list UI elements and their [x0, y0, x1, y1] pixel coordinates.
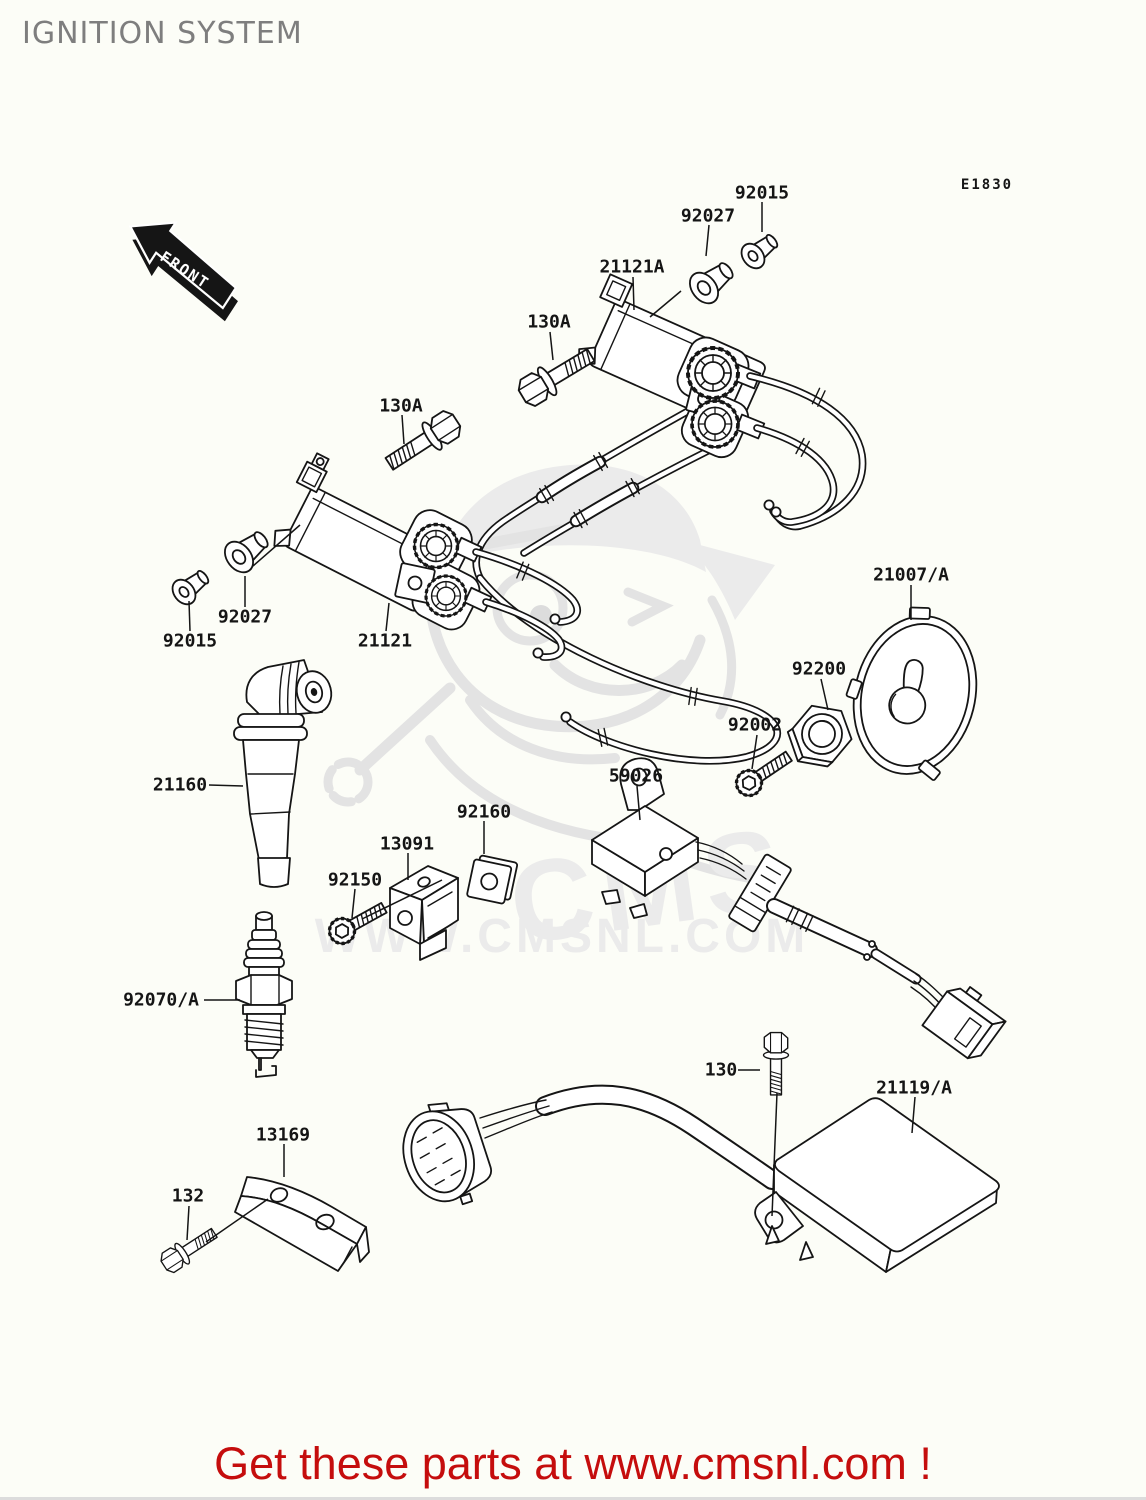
part-label-92027-left: 92027 — [217, 606, 273, 628]
part-label-92015-left: 92015 — [162, 630, 218, 652]
spark-plug-92070 — [235, 911, 293, 1078]
part-label-130a-left: 130A — [379, 395, 423, 417]
part-label-92150: 92150 — [327, 869, 383, 891]
bracket-13169 — [234, 1176, 370, 1272]
bolt-130a-top — [513, 340, 600, 411]
part-label-21160: 21160 — [152, 774, 208, 796]
bolt-130a-left — [379, 405, 467, 479]
plate-92160 — [466, 854, 519, 905]
part-label-92027-top: 92027 — [680, 205, 736, 227]
part-label-130: 130 — [704, 1059, 738, 1081]
grommet-92027-top — [683, 253, 741, 310]
part-label-21119a: 21119/A — [876, 1077, 952, 1099]
part-label-13091: 13091 — [379, 833, 435, 855]
bracket-13091 — [389, 865, 459, 961]
ignition-coil-21121 — [273, 452, 493, 631]
harness-connector — [402, 1102, 493, 1206]
part-label-21121a: 21121A — [599, 256, 665, 278]
nut-92200 — [786, 704, 853, 768]
part-label-92002: 92002 — [727, 714, 783, 736]
grommet-92027-left — [218, 522, 276, 579]
plug-cap-21160 — [233, 659, 333, 888]
part-label-92200: 92200 — [791, 658, 847, 680]
part-label-21007a: 21007/A — [873, 564, 949, 586]
part-label-92070a: 92070/A — [123, 989, 199, 1011]
part-label-92015-top: 92015 — [734, 182, 790, 204]
coil-21121-wires — [472, 548, 581, 661]
page-title: IGNITION SYSTEM — [22, 16, 303, 51]
part-label-21121: 21121 — [357, 630, 413, 652]
part-label-132: 132 — [171, 1185, 205, 1207]
bolt-132 — [156, 1222, 222, 1277]
part-label-92160: 92160 — [456, 801, 512, 823]
part-label-59026: 59026 — [608, 765, 664, 787]
footer-ad-text: Get these parts at www.cmsnl.com ! — [214, 1438, 932, 1489]
part-label-13169: 13169 — [255, 1124, 311, 1146]
ignition-coil-21121a — [578, 273, 766, 459]
front-direction-arrow: FRONT — [128, 221, 238, 322]
bushing-92015-left — [166, 563, 215, 610]
pickup-coil-59026 — [591, 757, 1007, 1060]
igniter-21119 — [402, 1084, 1000, 1273]
diagram-code: E1830 — [960, 177, 1014, 193]
bushing-92015-top — [735, 227, 784, 274]
rotor-cover-21007 — [845, 606, 978, 781]
bolt-130 — [762, 1031, 790, 1096]
coil-21121a-wires — [746, 372, 867, 531]
leader-lines — [186, 202, 916, 1243]
part-label-130a-top: 130A — [527, 311, 571, 333]
